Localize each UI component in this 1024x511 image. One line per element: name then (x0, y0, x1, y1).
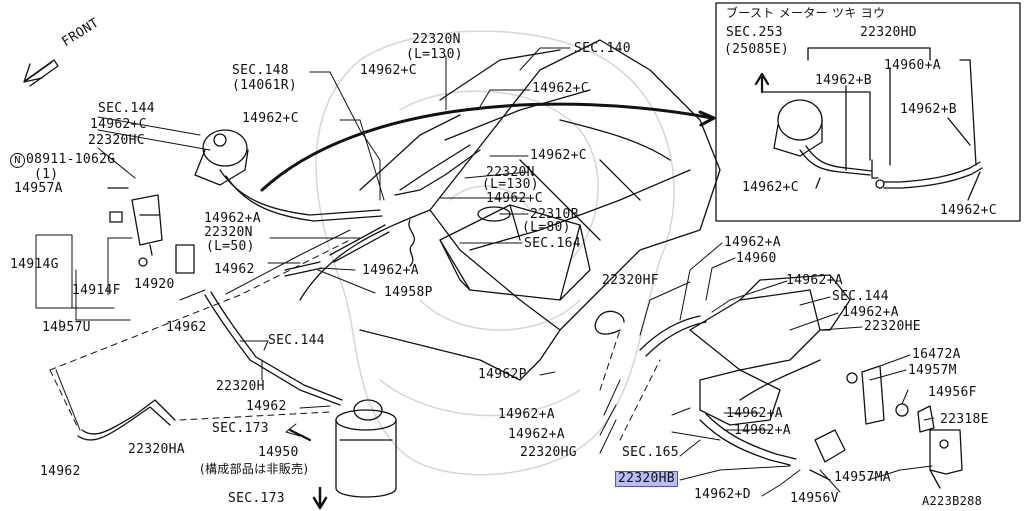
n-circle-icon: N (10, 153, 25, 168)
label-l130-mid: (L=130) (482, 177, 539, 192)
label-14962-c-top1[interactable]: 14962+C (360, 63, 417, 78)
label-14950-note: (構成部品は非販売) (200, 462, 309, 476)
label-14962-d[interactable]: 14962+D (694, 487, 751, 502)
label-14962-a-r3[interactable]: 14962+A (842, 305, 899, 320)
label-14962-a-b3[interactable]: 14962+A (726, 406, 783, 421)
label-14920[interactable]: 14920 (134, 277, 175, 292)
label-22320hg[interactable]: 22320HG (520, 445, 577, 460)
label-14958p[interactable]: 14958P (384, 285, 433, 300)
label-14962-a-mid[interactable]: 14962+A (362, 263, 419, 278)
label-sec-148[interactable]: SEC.148 (232, 63, 289, 78)
inset-part-14960-a[interactable]: 14960+A (884, 58, 941, 73)
inset-sec-ref[interactable]: SEC.253 (726, 25, 783, 40)
label-16472a[interactable]: 16472A (912, 347, 961, 362)
bracket-left (107, 187, 195, 274)
label-l80: (L=80) (522, 220, 571, 235)
label-qty-1: (1) (34, 167, 59, 182)
inset-sec-ref-sub: (25085E) (724, 42, 790, 57)
label-14962-c-mid1[interactable]: 14962+C (530, 148, 587, 163)
label-14962-a-r1[interactable]: 14962+A (724, 235, 781, 250)
label-22320hb-highlighted[interactable]: 22320HB (615, 471, 678, 487)
label-22320n-mid[interactable]: 22320N (486, 165, 535, 180)
label-14962-a-b1[interactable]: 14962+A (498, 407, 555, 422)
inset-part-14962-b-1[interactable]: 14962+B (815, 73, 872, 88)
label-sec-144-right[interactable]: SEC.144 (832, 289, 889, 304)
inset-title: ブースト メーター ツキ ヨウ (726, 6, 886, 20)
label-l130-top: (L=130) (406, 47, 463, 62)
label-14957a[interactable]: 14957A (14, 181, 63, 196)
label-22320n-top[interactable]: 22320N (412, 32, 461, 47)
label-14962-a-r2[interactable]: 14962+A (786, 273, 843, 288)
label-sec-173-b[interactable]: SEC.173 (228, 491, 285, 506)
inset-pointer-arrow (260, 102, 714, 192)
inset-linework (754, 47, 983, 201)
turbo-left (194, 129, 249, 186)
label-sec-165[interactable]: SEC.165 (622, 445, 679, 460)
label-14956f[interactable]: 14956F (928, 385, 977, 400)
label-l50: (L=50) (206, 239, 255, 254)
label-22320hf[interactable]: 22320HF (602, 273, 659, 288)
inset-part-14962-c-1[interactable]: 14962+C (742, 180, 799, 195)
label-22320hc[interactable]: 22320HC (88, 133, 145, 148)
label-14962-c-mid2[interactable]: 14962+C (486, 191, 543, 206)
label-14914g[interactable]: 14914G (10, 257, 59, 272)
label-14962-left[interactable]: 14962 (166, 320, 207, 335)
inset-part-14962-b-2[interactable]: 14962+B (900, 102, 957, 117)
label-14962-a-left[interactable]: 14962+A (204, 211, 261, 226)
leader-lines-left (35, 47, 571, 510)
label-14960[interactable]: 14960 (736, 251, 777, 266)
dashed-leaders (49, 239, 661, 441)
label-14962-c-left[interactable]: 14962+C (242, 111, 299, 126)
label-22320n-left[interactable]: 22320N (204, 225, 253, 240)
label-14957u[interactable]: 14957U (42, 320, 91, 335)
inset-part-14962-c-2[interactable]: 14962+C (940, 203, 997, 218)
label-sec-144-left[interactable]: SEC.144 (98, 101, 155, 116)
label-14962-a-b4[interactable]: 14962+A (734, 423, 791, 438)
label-sec-140[interactable]: SEC.140 (574, 41, 631, 56)
label-14950[interactable]: 14950 (258, 445, 299, 460)
label-14962-bottom[interactable]: 14962 (246, 399, 287, 414)
label-22318e[interactable]: 22318E (940, 412, 989, 427)
label-14962p[interactable]: 14962P (478, 367, 527, 382)
reservoir-tank (335, 399, 397, 498)
engine-outline (299, 39, 721, 381)
front-arrow-icon (23, 59, 59, 87)
watermark-emblem (315, 30, 675, 476)
diagram-code: A223B288 (922, 494, 983, 508)
inset-part-22320hd[interactable]: 22320HD (860, 25, 917, 40)
label-14962-mid[interactable]: 14962 (214, 262, 255, 277)
leader-lines-right (539, 242, 935, 497)
label-14962-bottom-left[interactable]: 14962 (40, 464, 81, 479)
label-14957m[interactable]: 14957M (908, 363, 957, 378)
label-14914f[interactable]: 14914F (72, 283, 121, 298)
label-14962-a-b2[interactable]: 14962+A (508, 427, 565, 442)
label-sec-164[interactable]: SEC.164 (524, 236, 581, 251)
label-22320he[interactable]: 22320HE (864, 319, 921, 334)
label-sec-144-mid[interactable]: SEC.144 (268, 333, 325, 348)
label-22320ha[interactable]: 22320HA (128, 442, 185, 457)
label-14962-c-top2[interactable]: 14962+C (532, 81, 589, 96)
right-assembly (594, 274, 963, 489)
label-14061r: (14061R) (232, 78, 298, 93)
label-14962-c-sec144[interactable]: 14962+C (90, 117, 147, 132)
label-08911-1062g-text: 08911-1062G (26, 152, 116, 167)
inset-frame (715, 2, 1021, 222)
label-14957ma[interactable]: 14957MA (834, 470, 891, 485)
label-sec-173-a[interactable]: SEC.173 (212, 421, 269, 436)
label-14956v[interactable]: 14956V (790, 491, 839, 506)
label-22320h[interactable]: 22320H (216, 379, 265, 394)
label-22310b[interactable]: 22310B (530, 207, 579, 222)
